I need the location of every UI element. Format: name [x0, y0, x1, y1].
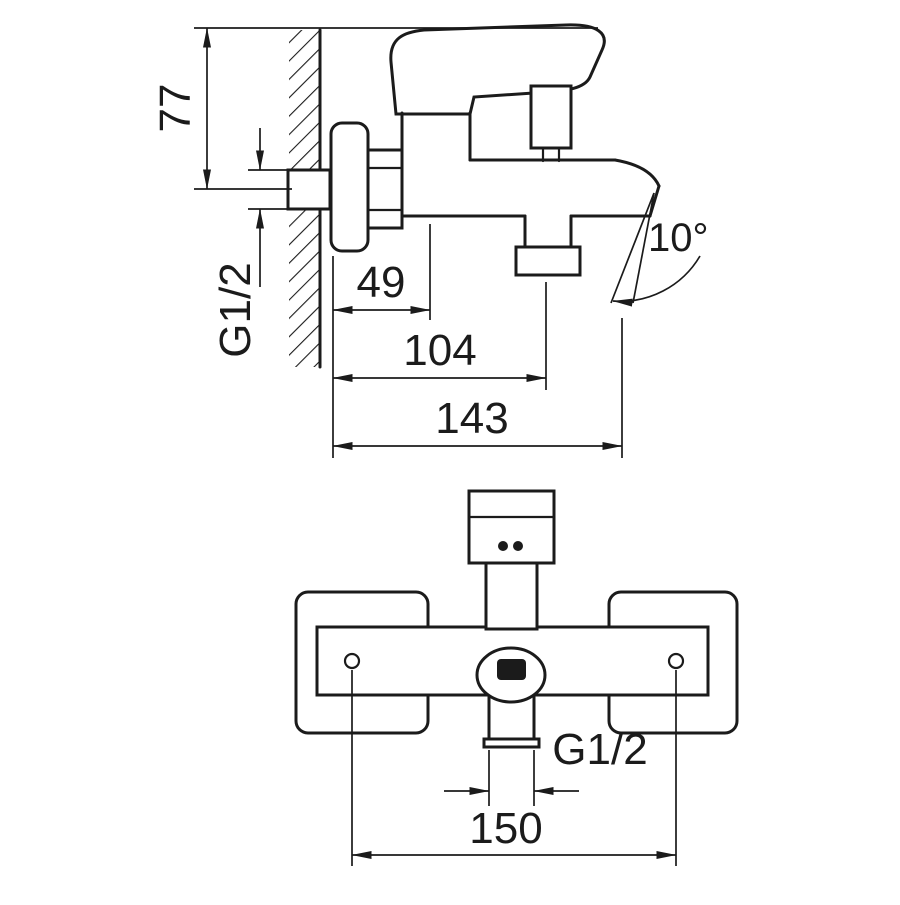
shower-outlet	[514, 214, 582, 277]
diverter-knob-front	[475, 646, 547, 704]
front-view: G1/2 150	[294, 489, 739, 866]
logo-dot-right	[513, 541, 523, 551]
dim-label-angle: 10°	[648, 216, 709, 260]
dim-label-49: 49	[357, 258, 406, 307]
side-view: 77 G1/2 49 104 143	[151, 23, 709, 458]
cartridge-neck	[484, 561, 539, 631]
logo-dot-left	[498, 541, 508, 551]
angle-arc	[612, 255, 701, 307]
mounting-screw-left	[343, 652, 361, 670]
diverter-knob-side	[529, 84, 573, 163]
inlet-connector	[286, 168, 332, 211]
dim-label-thread-side: G1/2	[211, 262, 260, 357]
dim-label-77: 77	[151, 84, 200, 133]
wall-escutcheon	[329, 121, 370, 253]
spout-top-curve	[613, 158, 661, 188]
diverter-slot	[497, 659, 526, 680]
dim-label-150: 150	[469, 804, 542, 853]
mounting-screw-right	[667, 652, 685, 670]
dim-label-143: 143	[435, 394, 508, 443]
dimension-104: 104	[332, 282, 547, 390]
cartridge-block	[467, 489, 556, 565]
dim-label-104: 104	[403, 326, 476, 375]
dimension-150: 150	[351, 670, 677, 866]
connection-nut	[366, 148, 404, 230]
dimension-77: 77	[151, 27, 598, 190]
dimension-spout-angle: 10°	[610, 192, 709, 307]
spout-tip-edge	[648, 184, 661, 218]
faucet-body-side	[400, 111, 661, 218]
dimension-thread-side: G1/2	[211, 128, 290, 358]
dimension-143: 143	[332, 318, 623, 458]
dimension-thread-front: G1/2	[444, 725, 648, 806]
dimension-49: 49	[332, 224, 431, 458]
dim-label-thread-front: G1/2	[552, 725, 647, 774]
